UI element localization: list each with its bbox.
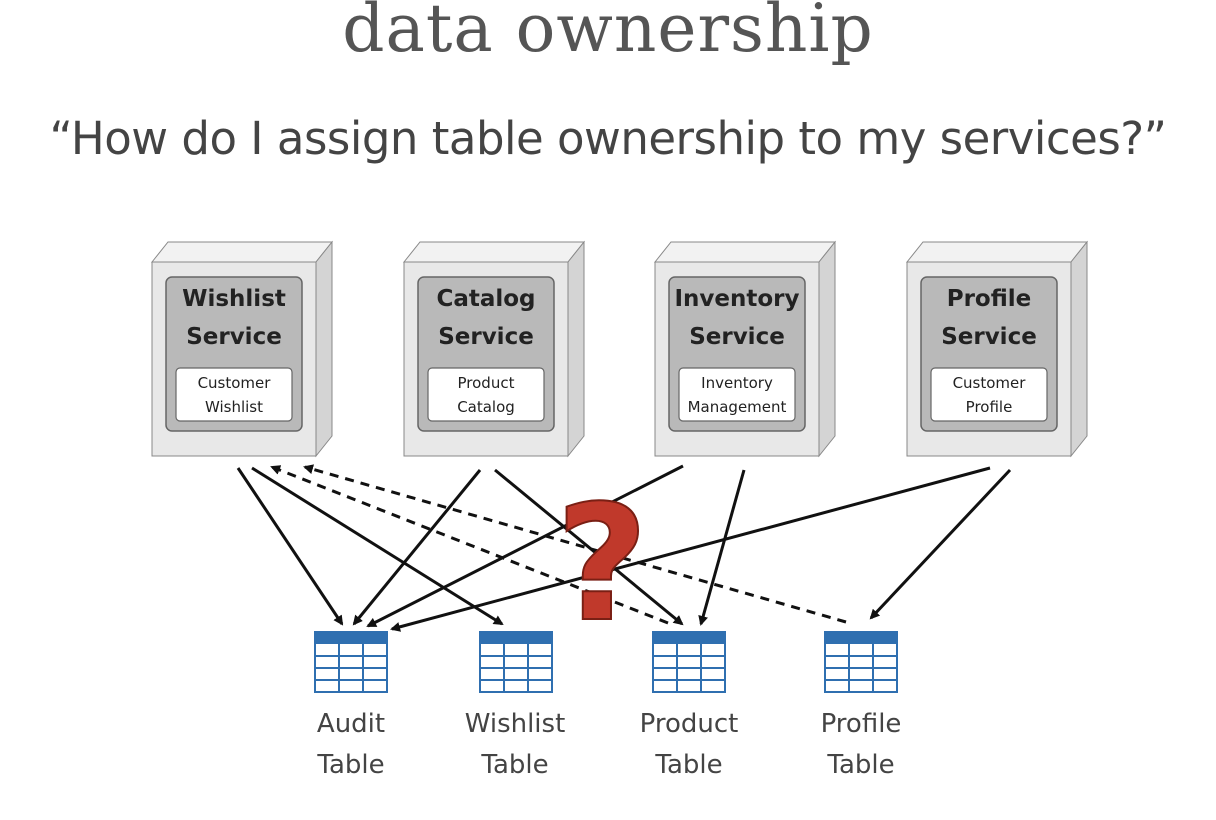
profile-component-line1: Customer xyxy=(953,374,1027,392)
solid-arrows xyxy=(236,464,1012,632)
catalog-component-line1: Product xyxy=(458,374,515,392)
product-table-label-line2: Table xyxy=(654,750,722,780)
page-subtitle: “How do I assign table ownership to my s… xyxy=(49,112,1167,165)
catalog-service-subtitle: Service xyxy=(438,324,534,350)
dashed-arrow-product-to-wishlist xyxy=(270,465,669,625)
catalog-component-line2: Catalog xyxy=(457,398,515,416)
catalog-service-box: Catalog Service Product Catalog xyxy=(402,240,586,458)
arrow-catalog-to-audit xyxy=(352,469,482,626)
arrow-inventory-to-product xyxy=(698,469,746,626)
inventory-service-subtitle: Service xyxy=(689,324,785,350)
dashed-arrow-profile-to-wishlist xyxy=(303,464,847,624)
arrow-profile-to-profile-table xyxy=(869,468,1012,620)
profile-service-box: Profile Service Customer Profile xyxy=(905,240,1089,458)
wishlist-service-title: Wishlist xyxy=(182,286,286,312)
profile-table-label-line2: Table xyxy=(826,750,894,780)
wishlist-table-icon xyxy=(479,631,553,693)
arrow-profile-to-audit xyxy=(390,466,991,632)
wishlist-component-line2: Wishlist xyxy=(205,398,263,416)
arrow-inventory-to-audit xyxy=(366,464,684,628)
arrow-wishlist-to-audit xyxy=(236,467,344,626)
profile-service-title: Profile xyxy=(947,286,1032,312)
catalog-service-title: Catalog xyxy=(436,286,535,312)
profile-table-label-line1: Profile xyxy=(821,709,902,739)
inventory-service-title: Inventory xyxy=(674,286,799,312)
wishlist-table-label-line2: Table xyxy=(480,750,548,780)
dashed-arrows xyxy=(270,464,847,625)
wishlist-table-label-line1: Wishlist xyxy=(465,709,566,739)
audit-table-icon xyxy=(314,631,388,693)
profile-service-subtitle: Service xyxy=(941,324,1037,350)
inventory-component-line1: Inventory xyxy=(701,374,773,392)
wishlist-service-box: Wishlist Service Customer Wishlist xyxy=(150,240,334,458)
profile-table-icon xyxy=(824,631,898,693)
product-table-label-line1: Product xyxy=(640,709,739,739)
question-mark: ? xyxy=(556,470,649,657)
arrow-catalog-to-product xyxy=(494,468,684,626)
wishlist-component-line1: Customer xyxy=(198,374,272,392)
inventory-component-line2: Management xyxy=(688,398,787,416)
profile-component-line2: Profile xyxy=(966,398,1013,416)
product-table-icon xyxy=(652,631,726,693)
arrow-wishlist-to-wishlist-table xyxy=(251,466,504,626)
inventory-service-box: Inventory Service Inventory Management xyxy=(653,240,837,458)
wishlist-service-subtitle: Service xyxy=(186,324,282,350)
page-title: data ownership xyxy=(342,0,874,67)
audit-table-label-line2: Table xyxy=(316,750,384,780)
audit-table-label-line1: Audit xyxy=(317,709,385,739)
